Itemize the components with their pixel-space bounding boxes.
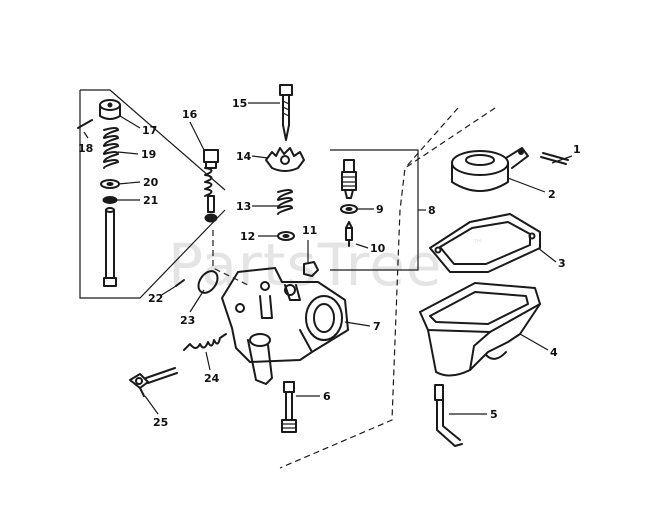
callout-24: 24	[204, 372, 220, 385]
callout-25: 25	[153, 416, 168, 429]
callout-18: 18	[78, 142, 93, 155]
callout-22: 22	[148, 292, 163, 305]
part-25-lever	[129, 367, 178, 397]
watermark: PartsTree	[168, 231, 443, 299]
callout-9: 9	[376, 203, 384, 216]
callout-21: 21	[143, 194, 158, 207]
part-20-washer	[100, 179, 120, 189]
part-3-gasket	[429, 213, 541, 273]
part-18-set-screw	[77, 119, 93, 129]
part-10-needle	[345, 221, 353, 247]
part-5-inlet-fitting	[434, 384, 463, 447]
callout-5: 5	[490, 408, 498, 421]
callout-17: 17	[142, 124, 157, 137]
part-shaft	[103, 207, 117, 287]
callout-14: 14	[236, 150, 252, 163]
callout-15: 15	[232, 97, 247, 110]
part-13-spring	[277, 189, 293, 215]
part-22-pin	[175, 279, 185, 287]
callout-12: 12	[240, 230, 255, 243]
part-23-disc	[197, 270, 219, 294]
part-9-washer	[340, 204, 358, 214]
part-2-float	[451, 147, 529, 192]
part-14-gear	[265, 147, 305, 172]
callout-10: 10	[370, 242, 386, 255]
callout-16: 16	[182, 108, 198, 121]
part-17-collar	[99, 99, 121, 120]
callout-11: 11	[302, 224, 317, 237]
part-15-screw	[279, 84, 293, 141]
callout-13: 13	[236, 200, 251, 213]
guide-lines	[79, 89, 496, 469]
callout-6: 6	[323, 390, 331, 403]
callout-23: 23	[180, 314, 195, 327]
watermark-trademark: ™	[472, 237, 485, 251]
part-8-needle-seat	[341, 159, 357, 199]
part-19-spring	[103, 127, 119, 169]
part-6-jet	[281, 381, 297, 433]
part-16-adjusting-screw	[203, 149, 219, 223]
part-21-o-ring	[102, 196, 118, 204]
part-24-spring	[183, 333, 227, 351]
callout-8: 8	[428, 204, 436, 217]
callout-7: 7	[373, 320, 381, 333]
callouts: 1 2 3 4 5 6 7 8 9 10 11 12 13 14 15 16 1…	[78, 97, 581, 429]
leader-lines	[83, 102, 573, 415]
callout-1: 1	[573, 143, 581, 156]
callout-4: 4	[550, 346, 558, 359]
callout-2: 2	[548, 188, 556, 201]
part-7-carburetor-body	[221, 267, 349, 385]
part-4-float-chamber	[419, 282, 541, 377]
callout-20: 20	[143, 176, 159, 189]
callout-3: 3	[558, 257, 566, 270]
callout-19: 19	[141, 148, 156, 161]
part-11-nut	[303, 261, 319, 277]
